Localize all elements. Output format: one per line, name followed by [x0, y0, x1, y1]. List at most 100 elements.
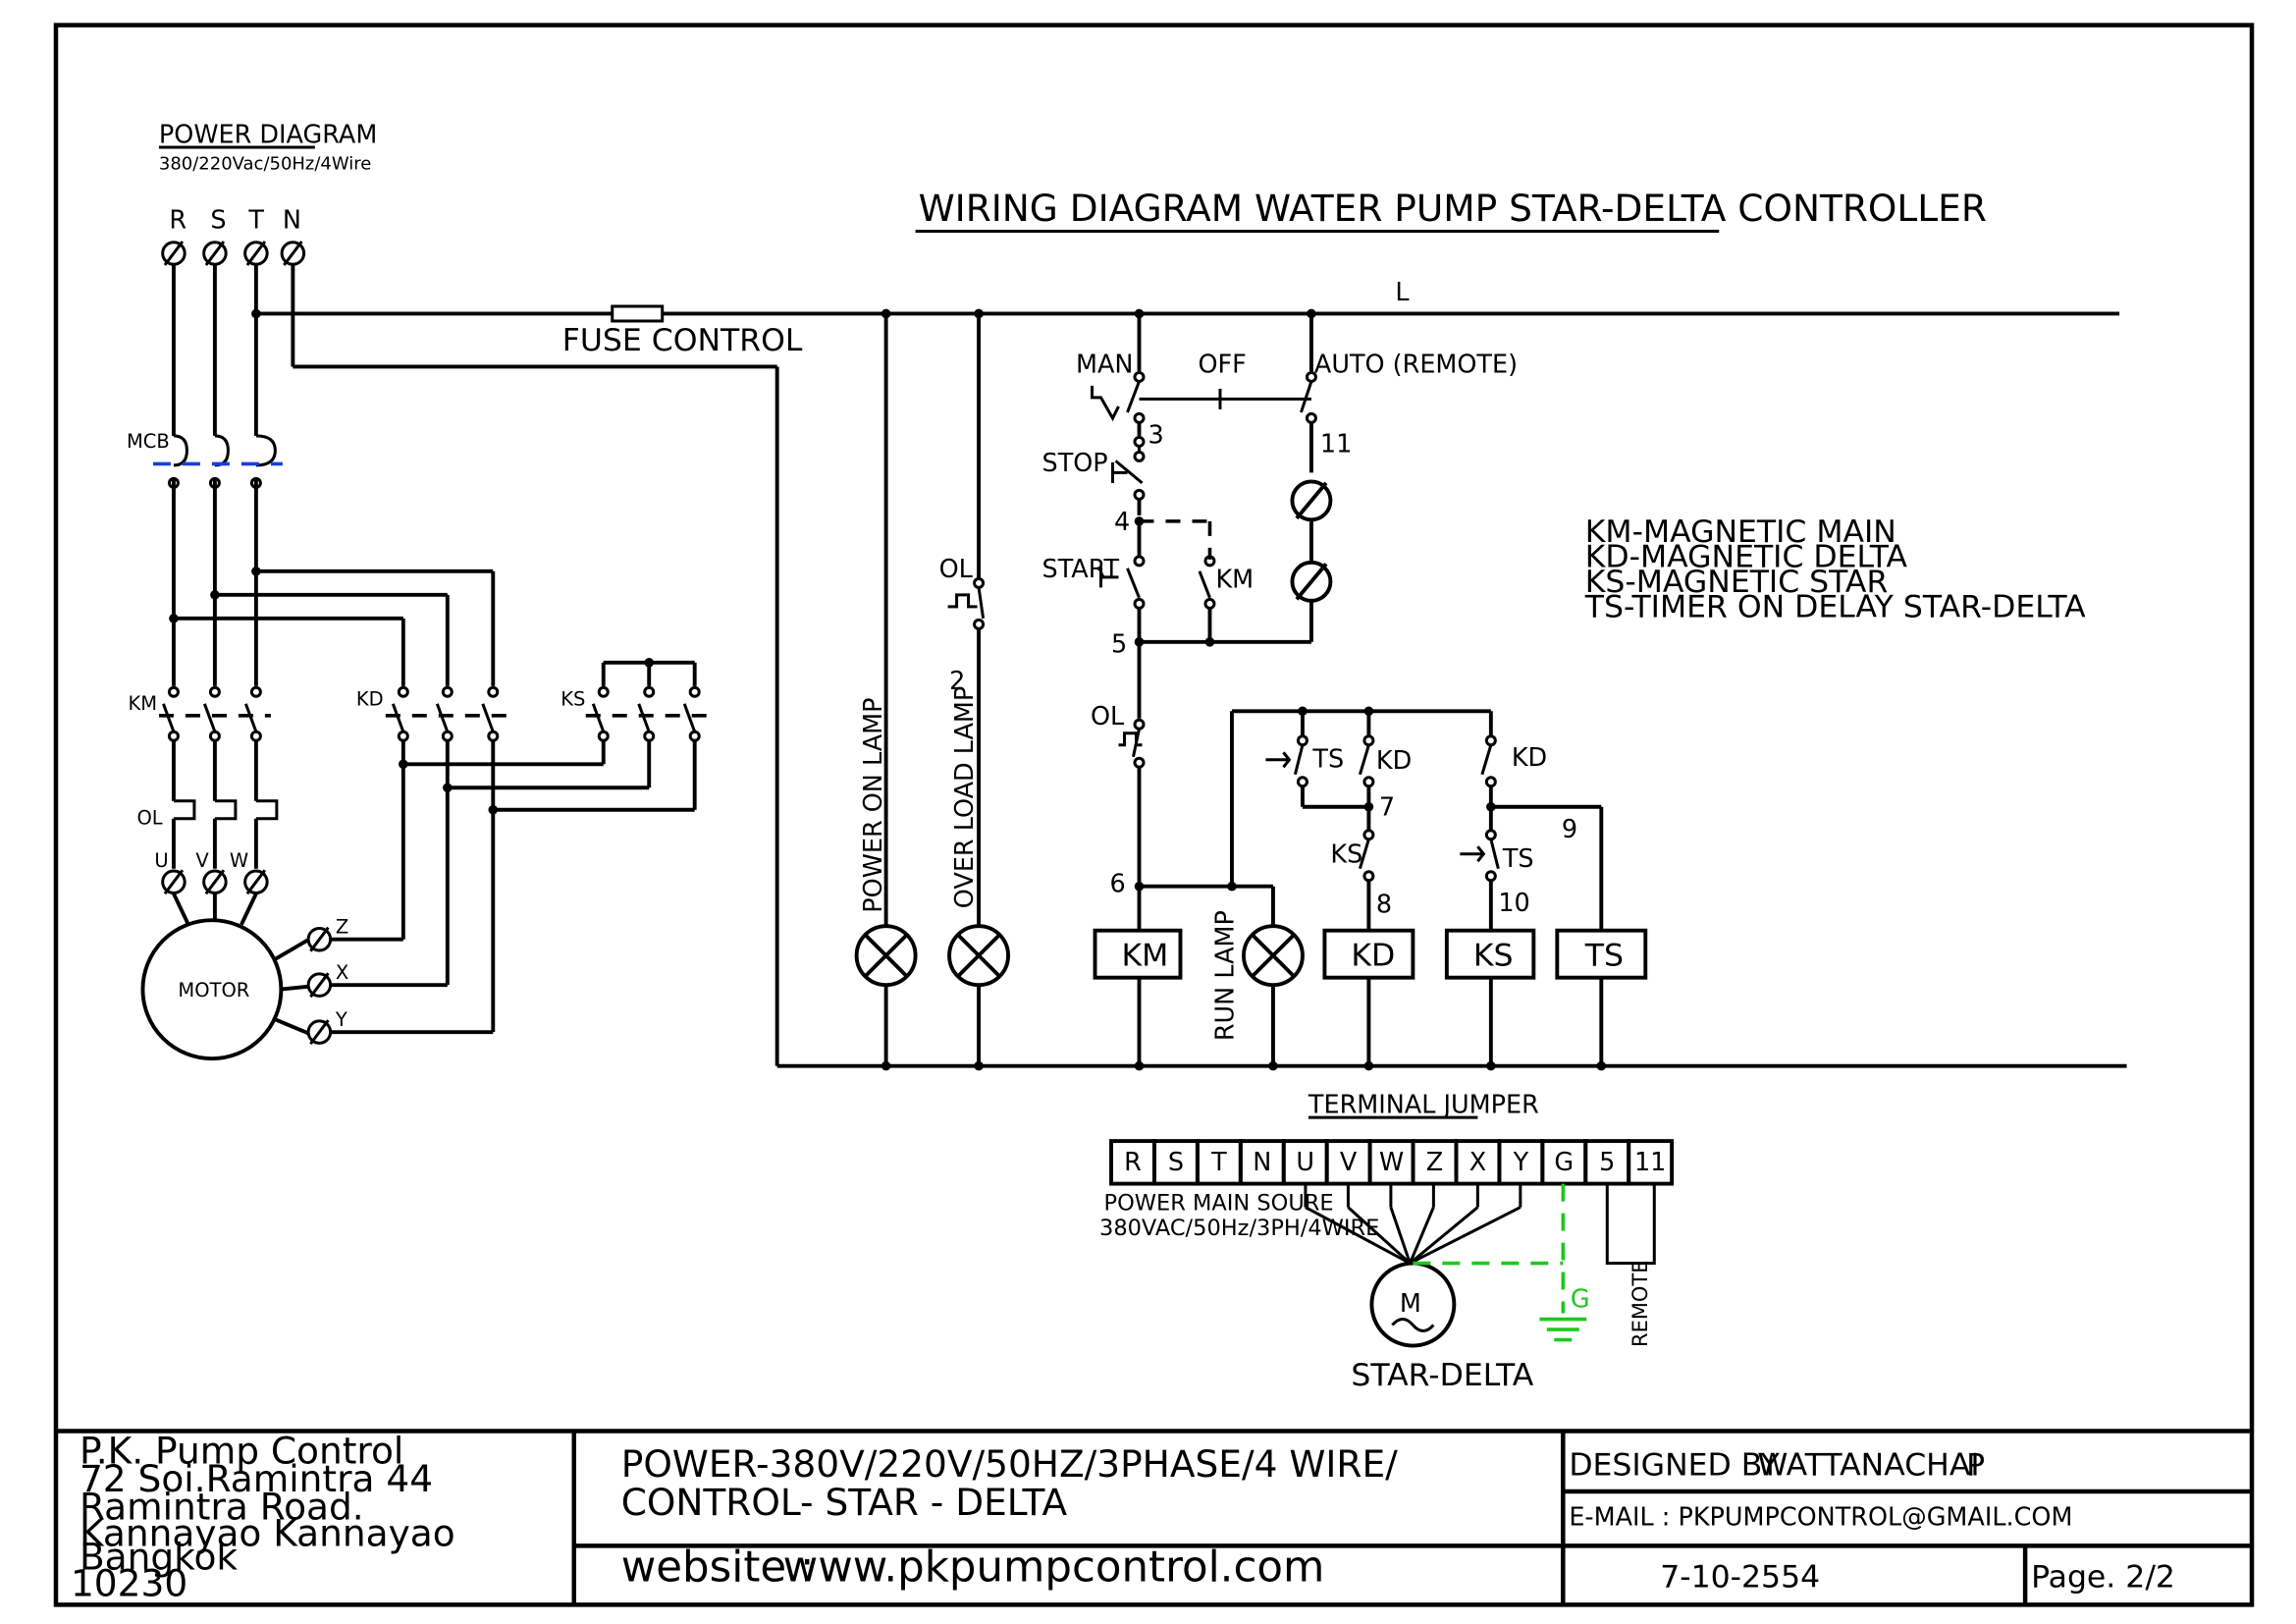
ts-nc-contact-icon — [1293, 744, 1305, 776]
mcb-label: MCB — [127, 430, 170, 453]
power-on-lamp-icon — [854, 924, 918, 988]
ts-nc-label: TS — [1311, 744, 1344, 774]
mcb-pole-1-icon — [173, 434, 188, 467]
spec-line-1: POWER-380V/220V/50HZ/3PHASE/4 WIRE/ — [621, 1442, 1398, 1486]
fuse-icon — [611, 304, 665, 323]
motor-symbol-label: M — [1400, 1289, 1421, 1319]
power-diagram-spec: 380/220Vac/50Hz/4Wire — [159, 154, 371, 175]
terminal-cell-label: T — [1210, 1148, 1227, 1177]
designed-by-label: DESIGNED BY — [1569, 1447, 1780, 1483]
wire-number-7: 7 — [1379, 793, 1395, 823]
kd-interlock-contact-icon — [1358, 744, 1370, 776]
ol-power-label: OL — [136, 807, 162, 830]
start-label: START — [1042, 555, 1120, 584]
mcb-pole-2-icon — [214, 434, 230, 467]
ks-interlock-label: KS — [1330, 840, 1362, 870]
wire-number-11: 11 — [1320, 429, 1352, 459]
terminal-cell-label: V — [1340, 1148, 1358, 1177]
over-load-lamp-label: OVER LOAD LAMP — [950, 686, 980, 908]
wire-number-6: 6 — [1110, 870, 1126, 899]
phase-label-r: R — [169, 206, 187, 236]
website-link[interactable]: www.pkpumpcontrol.com — [783, 1543, 1325, 1592]
terminal-v-label: V — [195, 849, 209, 872]
wire-number-4: 4 — [1114, 508, 1130, 537]
run-lamp-icon — [1242, 924, 1305, 988]
ks-coil-label: KS — [1473, 939, 1514, 974]
km-hold-label: KM — [1215, 565, 1254, 594]
terminal-cell-label: 5 — [1599, 1148, 1615, 1177]
km-hold-contact-icon — [1198, 570, 1211, 599]
page-number: Page. 2/2 — [2031, 1559, 2175, 1595]
terminal-cell-label: N — [1253, 1148, 1271, 1177]
terminal-t-icon — [243, 240, 269, 267]
ts-coil-label: TS — [1584, 939, 1624, 974]
kd-ks-interlock-icon — [1480, 744, 1493, 776]
terminal-s-icon — [202, 240, 228, 267]
terminal-cell-label: Y — [1513, 1148, 1529, 1177]
terminal-w-icon — [243, 868, 269, 895]
terminal-x-icon — [306, 971, 333, 999]
address-line-5: 10230 — [71, 1561, 187, 1604]
terminal-r-icon — [161, 240, 187, 267]
legend-ks: KS-MAGNETIC STAR — [1585, 565, 1889, 600]
start-button-contact-icon — [1126, 568, 1141, 599]
star-delta-label: STAR-DELTA — [1351, 1358, 1533, 1393]
company-name: P.K. Pump Control — [80, 1429, 403, 1472]
ks-interlock-contact-icon — [1358, 839, 1370, 870]
terminal-cell-label: Z — [1426, 1148, 1443, 1177]
terminal-z-label: Z — [336, 916, 348, 939]
mcb-pole-3-icon — [255, 434, 277, 467]
wire-number-3: 3 — [1148, 420, 1163, 450]
address-line-2: Ramintra Road. — [80, 1485, 364, 1528]
terminal-y-label: Y — [335, 1008, 347, 1031]
wire-number-5: 5 — [1111, 629, 1127, 659]
terminal-title: TERMINAL JUMPER — [1308, 1091, 1539, 1120]
drawing-date: 7-10-2554 — [1660, 1559, 1820, 1595]
terminal-v-icon — [202, 868, 228, 895]
terminal-cell-label: W — [1379, 1148, 1404, 1177]
address-line-1: 72 Soi.Ramintra 44 — [80, 1457, 433, 1500]
run-lamp-label: RUN LAMP — [1210, 910, 1240, 1041]
terminal-cell-label: R — [1124, 1148, 1142, 1177]
website-label: website : — [621, 1543, 815, 1592]
terminal-u-label: U — [154, 849, 168, 872]
phase-label-t: T — [247, 206, 264, 236]
selector-auto-label: AUTO (REMOTE) — [1314, 350, 1518, 379]
terminal-n-icon — [280, 240, 306, 267]
terminal-cell-label: X — [1469, 1148, 1486, 1177]
terminal-u-icon — [161, 868, 187, 895]
ol-lamp-contact-label: OL — [939, 555, 974, 584]
stop-button-contact-icon — [1114, 460, 1144, 485]
power-main-spec: 380VAC/50Hz/3PH/4WIRE — [1099, 1216, 1379, 1241]
remote-jumper — [1605, 1182, 1656, 1266]
terminal-y-icon — [306, 1018, 333, 1046]
wire-number-9: 9 — [1562, 815, 1577, 844]
line-label: L — [1395, 278, 1410, 307]
phase-label-s: S — [210, 206, 226, 236]
ol-element-1-icon — [173, 799, 196, 821]
wire-number-10: 10 — [1498, 889, 1529, 918]
designer-name: WATTANACHAI — [1757, 1447, 1979, 1483]
power-main-label: POWER MAIN SOURE — [1104, 1191, 1334, 1217]
terminal-cell-label: G — [1554, 1148, 1574, 1177]
selector-auto-contact-icon — [1300, 380, 1313, 413]
selector-off-label: OFF — [1198, 350, 1246, 379]
address-line-4: Bangkok — [80, 1535, 238, 1578]
selector-man-contact-icon — [1126, 380, 1141, 413]
terminal-cell-label: S — [1168, 1148, 1184, 1177]
km-power-label: KM — [128, 692, 157, 715]
legend-kd: KD-MAGNETIC DELTA — [1585, 539, 1908, 574]
terminal-w-label: W — [230, 849, 248, 872]
kd-power-label: KD — [356, 687, 384, 710]
address-line-3: Kannayao Kannayao — [80, 1511, 455, 1554]
over-load-lamp-icon — [947, 924, 1011, 988]
email-address[interactable]: E-MAIL : PKPUMPCONTROL@GMAIL.COM — [1569, 1502, 2072, 1532]
selector-man-label: MAN — [1076, 350, 1133, 379]
ts-no-contact-icon — [1489, 839, 1500, 870]
sheet-border — [53, 23, 2255, 1607]
ol-element-3-icon — [255, 799, 279, 821]
power-diagram-title: POWER DIAGRAM — [159, 121, 377, 150]
wire-number-8: 8 — [1376, 891, 1392, 920]
fuse-label: FUSE CONTROL — [562, 323, 803, 358]
